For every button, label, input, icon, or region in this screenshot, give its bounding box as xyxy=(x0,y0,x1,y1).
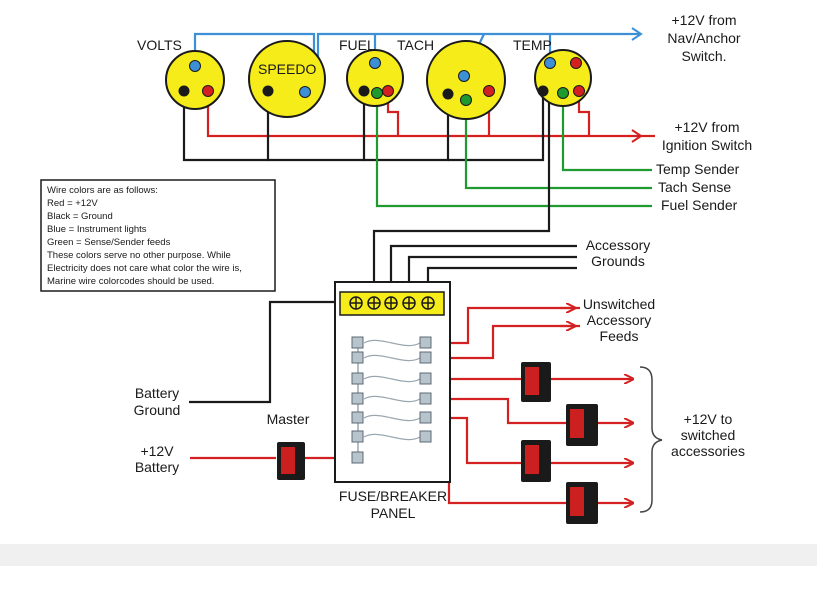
volts-label: VOLTS xyxy=(137,37,182,53)
ignition-label-line2: Ignition Switch xyxy=(662,137,752,153)
legend-line-6: Electricity does not care what color the… xyxy=(47,263,242,274)
master-label: Master xyxy=(267,411,310,427)
green-fuel-sender-wire xyxy=(375,93,652,208)
battery-ground-wire xyxy=(189,300,356,404)
fuse-breaker-panel xyxy=(334,281,451,483)
fuel-label: FUEL xyxy=(339,37,375,53)
unswitched-label-line2: Accessory xyxy=(587,312,652,328)
green-tach-sense-wire xyxy=(464,100,652,190)
accessory-switch-3[interactable] xyxy=(521,440,551,482)
accessory-switch-2[interactable] xyxy=(566,404,598,446)
legend-line-0: Wire colors are as follows: xyxy=(47,185,158,196)
switched-label-line2: switched xyxy=(681,427,735,443)
battery-12v-label-line2: Battery xyxy=(135,459,179,475)
temp-sender-label: Temp Sender xyxy=(656,161,740,177)
legend-line-3: Blue = Instrument lights xyxy=(47,224,147,235)
fuel-sender-label: Fuel Sender xyxy=(661,197,738,213)
nav-anchor-label-line3: Switch. xyxy=(681,48,726,64)
switched-label-line1: +12V to xyxy=(684,411,733,427)
accessory-switch-1[interactable] xyxy=(521,362,551,402)
battery-12v-label-line1: +12V xyxy=(140,443,174,459)
nav-anchor-label-line1: +12V from xyxy=(672,12,737,28)
fuel-gauge xyxy=(346,49,404,107)
ignition-label-line1: +12V from xyxy=(675,119,740,135)
battery-ground-label-line2: Ground xyxy=(134,402,181,418)
legend-line-2: Black = Ground xyxy=(47,211,113,222)
speedo-label: SPEEDO xyxy=(258,61,316,77)
ground-terminals xyxy=(349,296,435,310)
footer-band xyxy=(0,544,817,566)
unswitched-label-line1: Unswitched xyxy=(583,296,655,312)
wire-color-legend: Wire colors are as follows: Red = +12V B… xyxy=(40,179,276,292)
switched-label-line3: accessories xyxy=(671,443,745,459)
fuse-rows xyxy=(351,336,432,464)
switched-brace xyxy=(639,366,663,513)
speedo-gauge xyxy=(248,40,326,118)
tach-label: TACH xyxy=(397,37,434,53)
unswitched-label-line3: Feeds xyxy=(600,328,639,344)
temp-gauge xyxy=(534,49,592,107)
volts-gauge xyxy=(165,50,225,110)
nav-anchor-label-line2: Nav/Anchor xyxy=(667,30,740,46)
panel-label-line1: FUSE/BREAKER xyxy=(339,488,447,504)
tach-sense-label: Tach Sense xyxy=(658,179,731,195)
accessory-grounds-label-line2: Grounds xyxy=(591,253,645,269)
black-ground-wire xyxy=(182,91,270,162)
legend-line-5: These colors serve no other purpose. Whi… xyxy=(47,250,231,261)
legend-line-1: Red = +12V xyxy=(47,198,98,209)
legend-line-4: Green = Sense/Sender feeds xyxy=(47,237,171,248)
battery-ground-label-line1: Battery xyxy=(135,385,179,401)
legend-line-7: Marine wire colorcodes should be used. xyxy=(47,276,214,287)
master-switch[interactable] xyxy=(277,442,305,480)
temp-label: TEMP xyxy=(513,37,552,53)
tach-gauge xyxy=(426,40,506,120)
panel-label-line2: PANEL xyxy=(371,505,416,521)
accessory-grounds-label-line1: Accessory xyxy=(586,237,651,253)
green-temp-sender-wire xyxy=(561,93,652,172)
accessory-switch-4[interactable] xyxy=(566,482,598,524)
